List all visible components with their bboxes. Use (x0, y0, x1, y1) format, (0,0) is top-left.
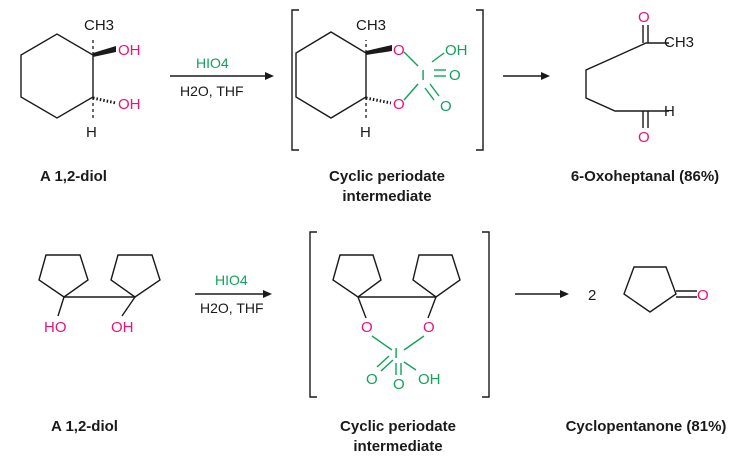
methyl-label: CH3 (84, 17, 114, 34)
start-caption: A 1,2-diol (51, 418, 118, 435)
cyclic-periodate-structure: CH3 O O I OH O O H (295, 17, 468, 141)
cyclopentanone-structure: 2 O (588, 266, 709, 313)
oxygen-label: O (393, 42, 405, 59)
oxygen-label: O (423, 319, 435, 336)
reaction-arrow (515, 290, 569, 298)
hydroxyl-label: OH (418, 371, 441, 388)
intermediate-caption: Cyclic periodate (340, 418, 456, 435)
right-bracket (476, 9, 484, 151)
hydroxyl-label: HO (44, 319, 67, 336)
hydroxyl-label: OH (111, 319, 134, 336)
oxygen-label: O (393, 376, 405, 393)
cyclic-periodate-structure: O O I O O OH (332, 254, 461, 393)
oxygen-label: O (393, 96, 405, 113)
methyl-label: CH3 (664, 34, 694, 51)
methyl-label: CH3 (356, 17, 386, 34)
iodine-label: I (421, 67, 425, 84)
solvent-label: H2O, THF (200, 300, 264, 316)
solvent-label: H2O, THF (180, 83, 244, 99)
reaction-arrow: HIO4 H2O, THF (195, 272, 272, 316)
carbonyl-oxygen-label: O (697, 287, 709, 304)
product-caption: 6-Oxoheptanal (86%) (571, 168, 719, 185)
reaction-arrow (503, 72, 550, 80)
iodine-label: I (394, 345, 398, 362)
oxygen-label: O (449, 67, 461, 84)
left-bracket (309, 231, 317, 398)
intermediate-caption: intermediate (353, 438, 442, 455)
intermediate-caption: intermediate (342, 188, 431, 205)
right-bracket (482, 231, 490, 398)
cyclohexane-diol-structure: CH3 OH OH H (20, 17, 141, 141)
oxygen-label: O (440, 98, 452, 115)
left-bracket (291, 9, 299, 151)
reaction-arrow: HIO4 H2O, THF (170, 55, 274, 99)
hydrogen-label: H (360, 124, 371, 141)
aldehyde-hydrogen-label: H (664, 103, 675, 120)
hydroxyl-label: OH (118, 96, 141, 113)
intermediate-caption: Cyclic periodate (329, 168, 445, 185)
carbonyl-oxygen-label: O (638, 9, 650, 26)
hydroxyl-label: OH (118, 42, 141, 59)
oxygen-label: O (366, 371, 378, 388)
hydroxyl-label: OH (445, 42, 468, 59)
stoichiometry-label: 2 (588, 287, 596, 304)
hydrogen-label: H (86, 124, 97, 141)
reagent-label: HIO4 (215, 272, 248, 288)
bicyclopentyl-diol-structure: HO OH (38, 254, 161, 336)
reagent-label: HIO4 (196, 55, 229, 71)
product-caption: Cyclopentanone (81%) (566, 418, 727, 435)
oxygen-label: O (361, 319, 373, 336)
carbonyl-oxygen-label: O (638, 129, 650, 146)
oxoheptanal-structure: O CH3 H O (585, 9, 694, 146)
start-caption: A 1,2-diol (40, 168, 107, 185)
